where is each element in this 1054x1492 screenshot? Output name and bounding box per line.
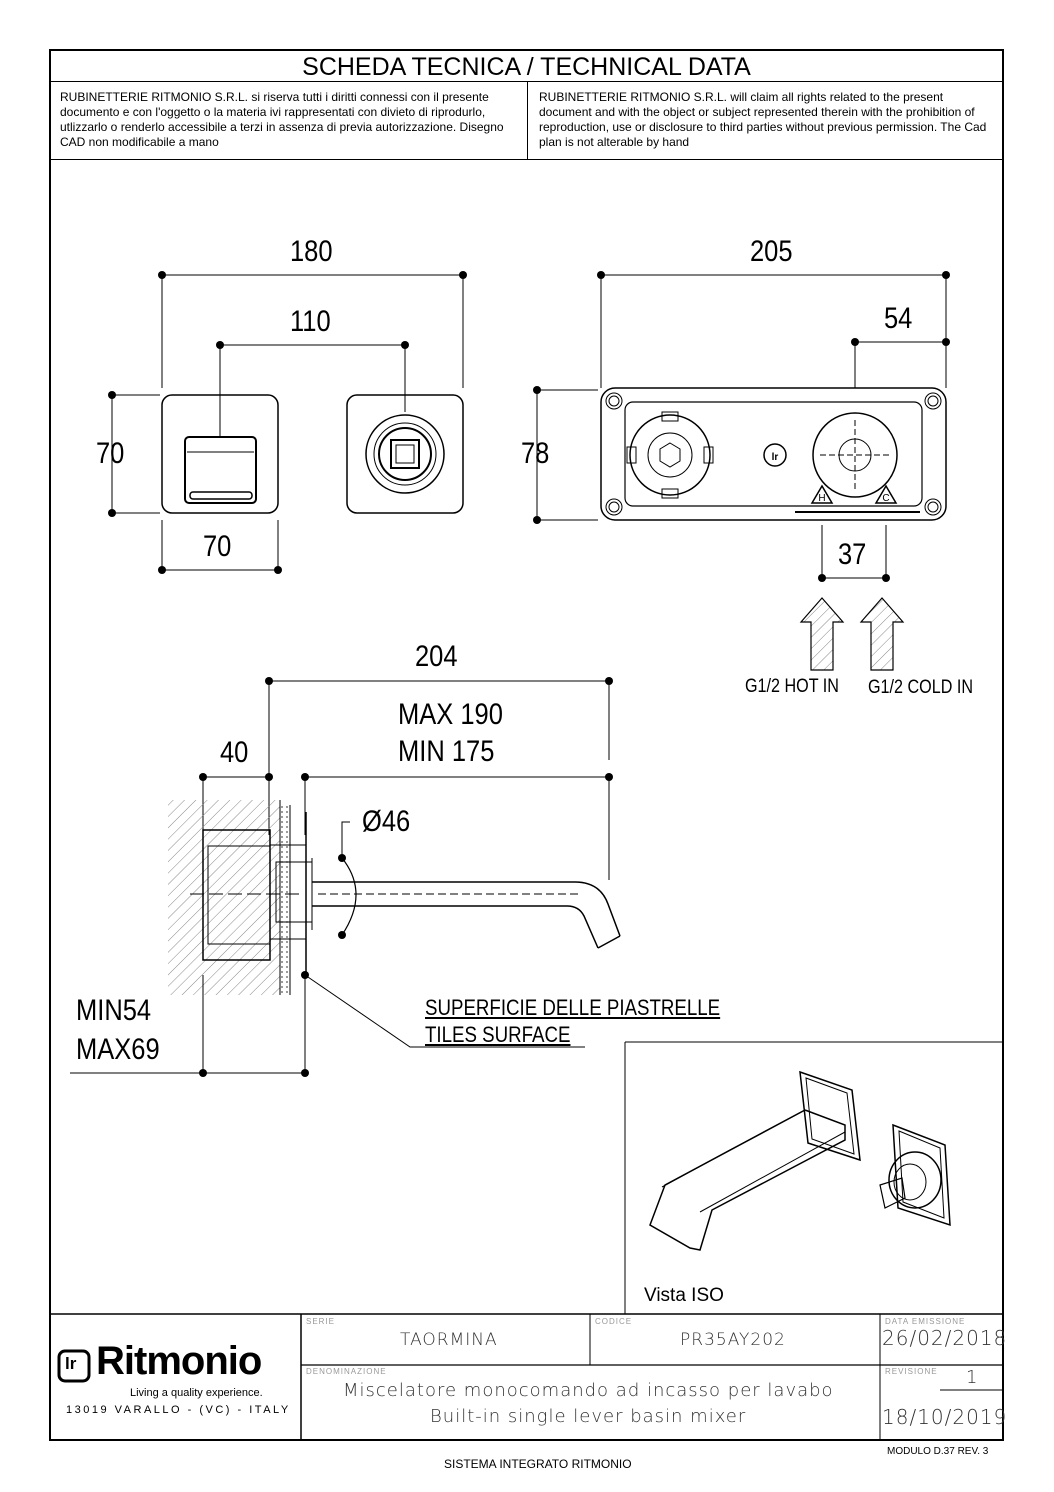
copyright-notice-en: RUBINETTERIE RITMONIO S.R.L. will claim … <box>539 90 987 149</box>
dim-front-center-distance: 110 <box>290 305 331 338</box>
brand-mark-icon: lr <box>65 1354 77 1373</box>
dim-box-width: 205 <box>750 235 793 268</box>
sheet-title: SCHEDA TECNICA / TECHNICAL DATA <box>302 53 751 81</box>
data-emissione-caption: DATA EMISSIONE <box>885 1317 966 1326</box>
codice-caption: CODICE <box>595 1317 633 1326</box>
serie-value: TAORMINA <box>400 1330 498 1350</box>
tiles-surface-label-en: TILES SURFACE <box>425 1022 571 1047</box>
description-it: Miscelatore monocomando ad incasso per l… <box>343 1380 834 1401</box>
dim-inlet-distance: 37 <box>838 538 867 571</box>
dim-front-plate-width: 70 <box>203 530 232 563</box>
hot-mark: H <box>818 493 825 504</box>
dim-body-depth: 40 <box>220 736 249 769</box>
side-view <box>70 680 621 1074</box>
dim-embed-min: MIN54 <box>76 994 152 1027</box>
dimension-dots <box>108 271 950 1077</box>
system-label: SISTEMA INTEGRATO RITMONIO <box>444 1457 632 1471</box>
hot-inlet-label: G1/2 HOT IN <box>745 676 839 697</box>
front-view <box>111 274 464 571</box>
copyright-notice-it: RUBINETTERIE RITMONIO S.R.L. si riserva … <box>60 90 504 149</box>
dim-spout-min: MIN 175 <box>398 735 495 768</box>
dim-embed-max: MAX69 <box>76 1033 160 1066</box>
dim-side-total-length: 204 <box>415 640 458 673</box>
codice-value: PR35AY202 <box>680 1330 786 1350</box>
data-emissione-value: 26/02/2018 <box>882 1326 1008 1350</box>
iso-view <box>624 1041 1002 1314</box>
dim-spout-diameter: Ø46 <box>362 805 411 838</box>
iso-view-label: Vista ISO <box>644 1285 724 1306</box>
revisione-value: 1 <box>966 1367 979 1388</box>
dim-spout-max: MAX 190 <box>398 698 503 731</box>
divider <box>51 81 1002 82</box>
description-en: Built-in single lever basin mixer <box>430 1406 747 1427</box>
brand-logo: Ritmonio <box>96 1339 262 1383</box>
divider <box>51 159 1002 160</box>
dim-box-height: 78 <box>521 437 550 470</box>
divider <box>527 81 528 160</box>
company-address: 13019 VARALLO - (VC) - ITALY <box>66 1404 291 1416</box>
dim-box-offset: 54 <box>884 302 913 335</box>
revisione-caption: REVISIONE <box>885 1367 938 1376</box>
cold-inlet-label: G1/2 COLD IN <box>868 677 974 698</box>
revisione-date: 18/10/2019 <box>882 1405 1008 1429</box>
cold-mark: C <box>882 493 889 504</box>
box-view <box>536 274 947 671</box>
module-code: MODULO D.37 REV. 3 <box>887 1446 989 1457</box>
dim-front-plate-height: 70 <box>96 437 125 470</box>
serie-caption: SERIE <box>306 1317 336 1326</box>
dim-front-total-width: 180 <box>290 235 333 268</box>
tiles-surface-label-it: SUPERFICIE DELLE PIASTRELLE <box>425 995 721 1020</box>
title-block-lines <box>51 1313 1002 1440</box>
brand-tagline: Living a quality experience. <box>130 1387 263 1399</box>
sheet-frame <box>49 49 1004 1441</box>
denominazione-caption: DENOMINAZIONE <box>306 1367 387 1376</box>
box-logo-mark: lr <box>772 452 779 463</box>
